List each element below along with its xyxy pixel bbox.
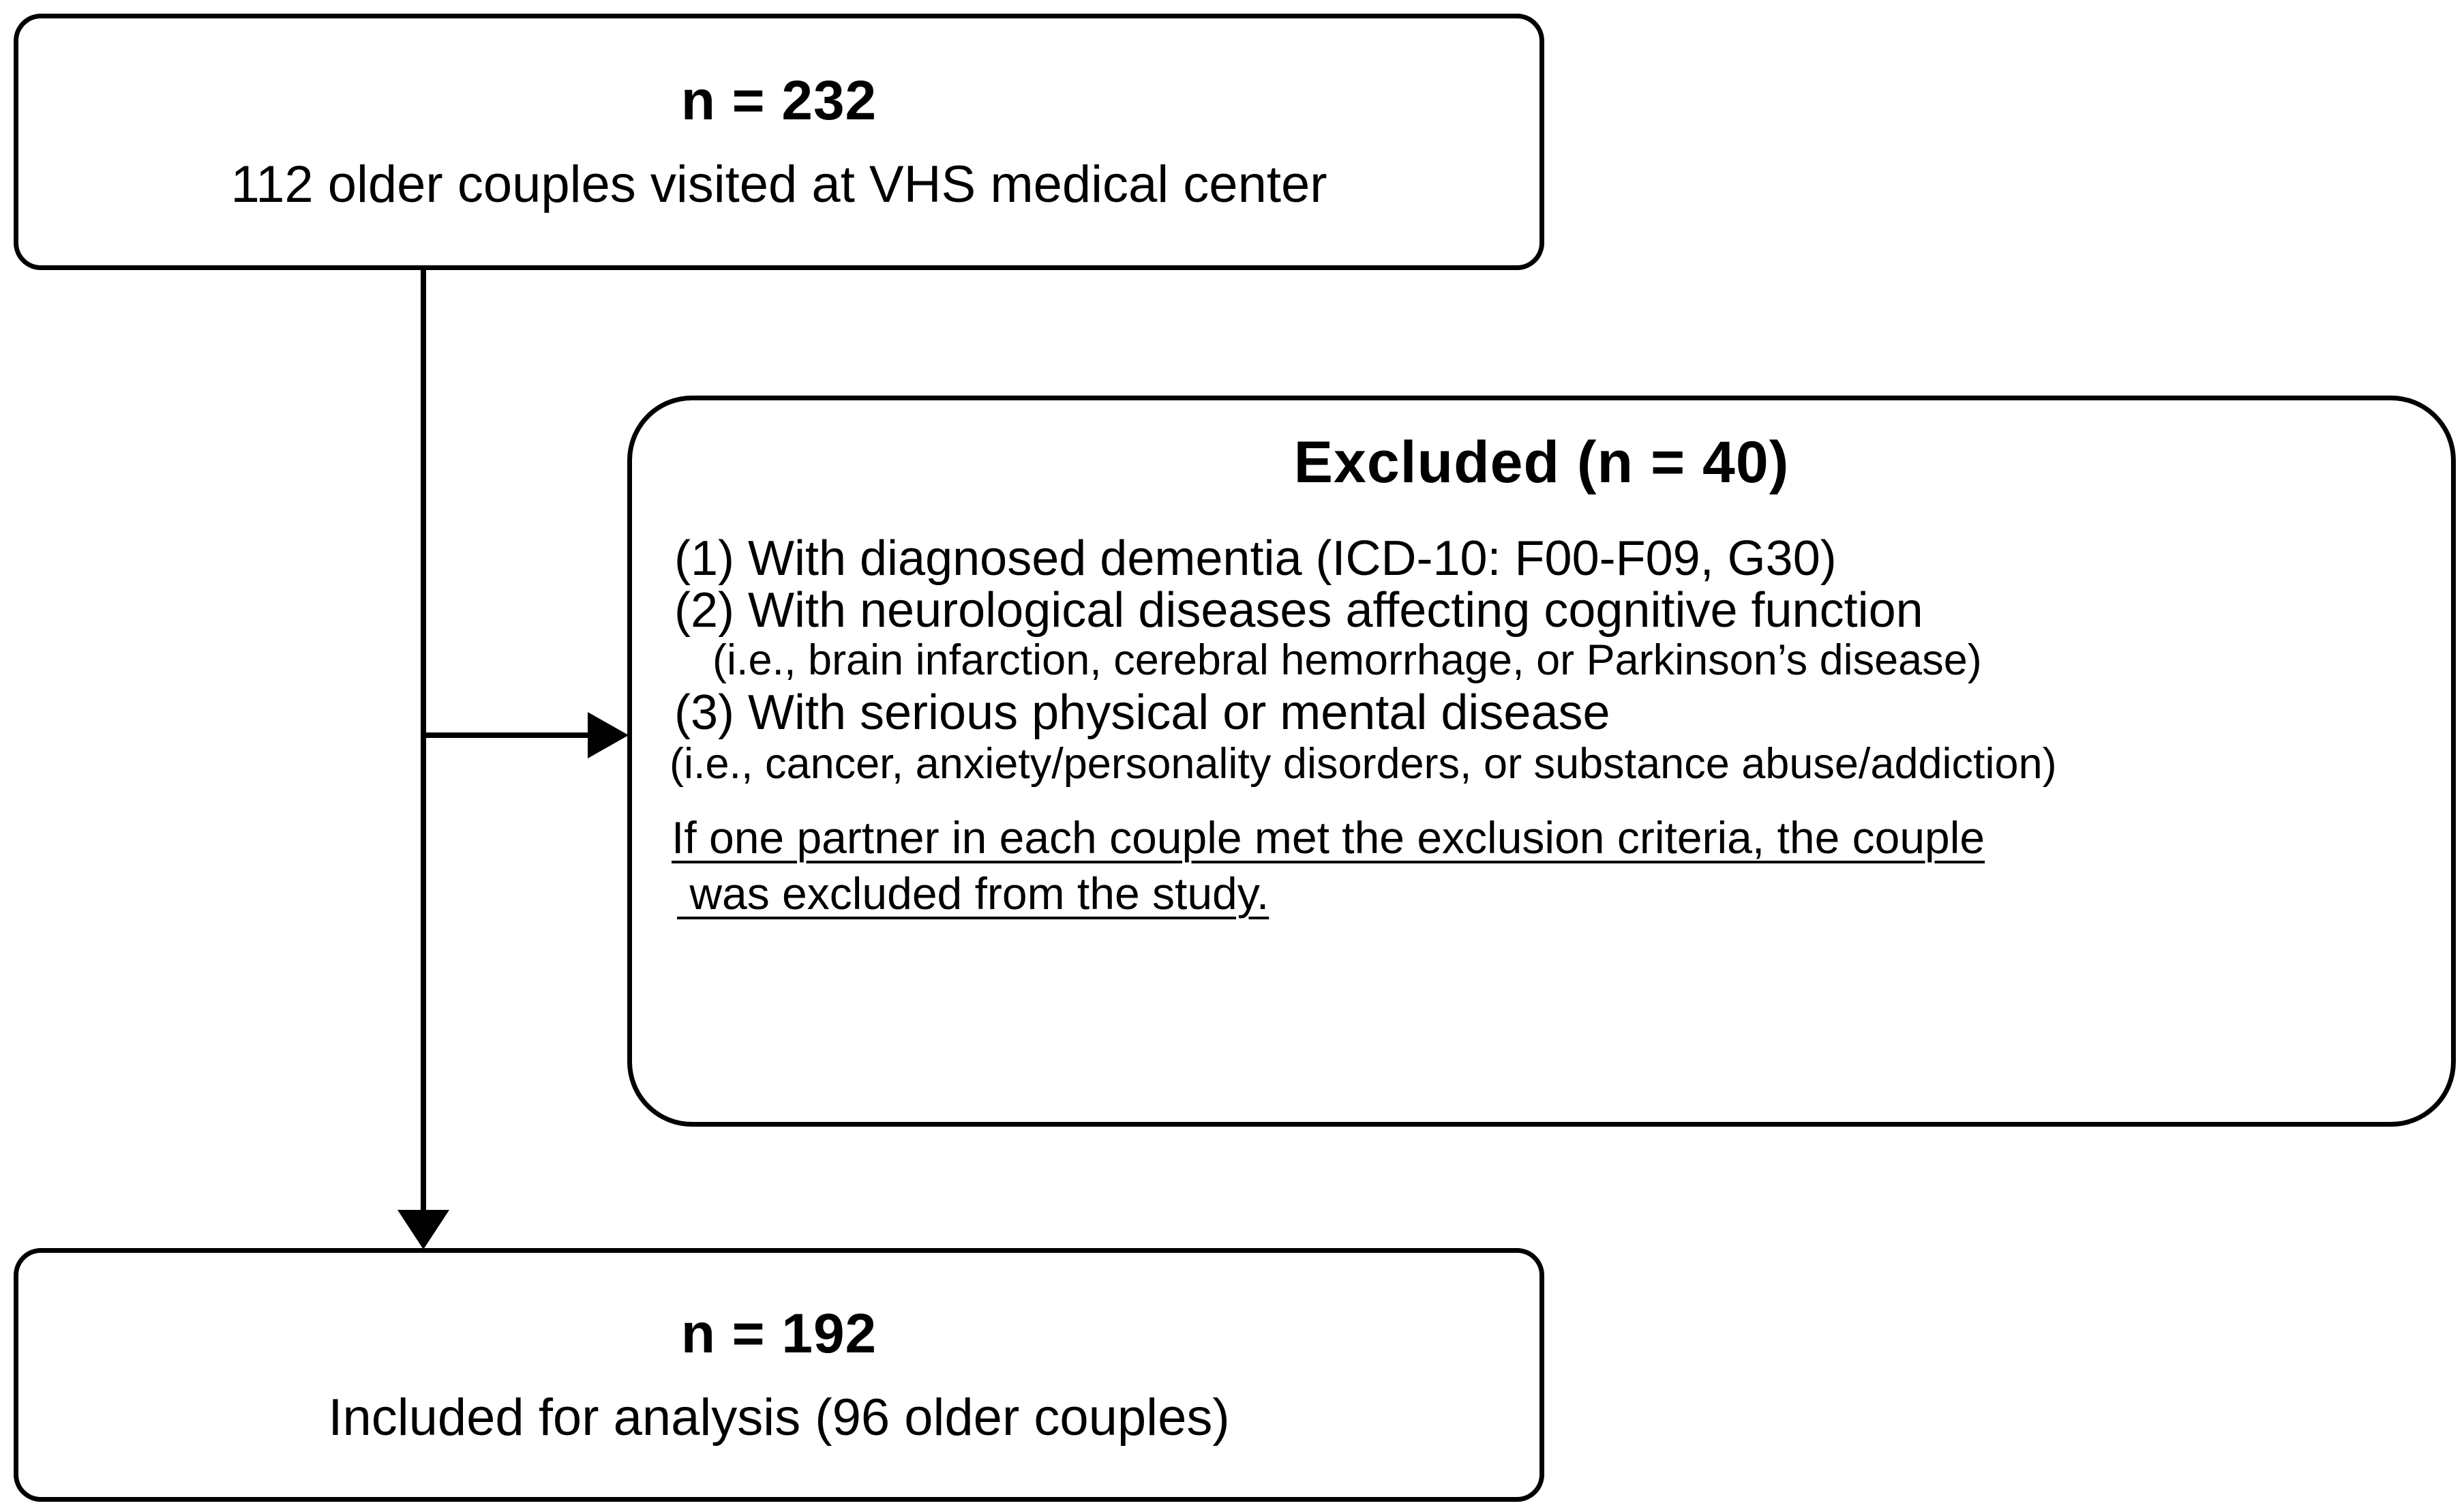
connector-horizontal-line — [423, 732, 592, 738]
included-box: n = 192 Included for analysis (96 older … — [14, 1248, 1544, 1502]
exclusion-note-line-2: was excluded from the study. — [677, 868, 1269, 919]
enrolled-box-content: n = 232 112 older couples visited at VHS… — [18, 18, 1539, 265]
arrow-right-icon — [588, 712, 629, 758]
excluded-title: Excluded (n = 40) — [1293, 430, 1790, 495]
excluded-box: Excluded (n = 40) (1) With diagnosed dem… — [627, 396, 2456, 1127]
exclusion-criterion-2: (2) With neurological diseases affecting… — [674, 583, 1923, 638]
exclusion-criterion-3-examples: (i.e., cancer, anxiety/personality disor… — [670, 740, 2057, 788]
exclusion-criterion-3: (3) With serious physical or mental dise… — [674, 685, 1610, 740]
exclusion-criterion-2-examples: (i.e., brain infarction, cerebral hemorr… — [712, 636, 1982, 684]
enrolled-description: 112 older couples visited at VHS medical… — [230, 155, 1327, 213]
enrolled-box: n = 232 112 older couples visited at VHS… — [14, 14, 1544, 270]
exclusion-criterion-1: (1) With diagnosed dementia (ICD-10: F00… — [674, 531, 1837, 586]
enrolled-count-label: n = 232 — [680, 70, 877, 132]
included-description: Included for analysis (96 older couples) — [328, 1389, 1230, 1447]
connector-vertical-line — [421, 270, 426, 1219]
excluded-box-content: Excluded (n = 40) (1) With diagnosed dem… — [632, 400, 2451, 1122]
arrow-down-icon — [397, 1210, 449, 1249]
included-count-label: n = 192 — [680, 1303, 877, 1365]
included-box-content: n = 192 Included for analysis (96 older … — [18, 1253, 1539, 1497]
exclusion-note-line-1: If one partner in each couple met the ex… — [672, 812, 1985, 863]
